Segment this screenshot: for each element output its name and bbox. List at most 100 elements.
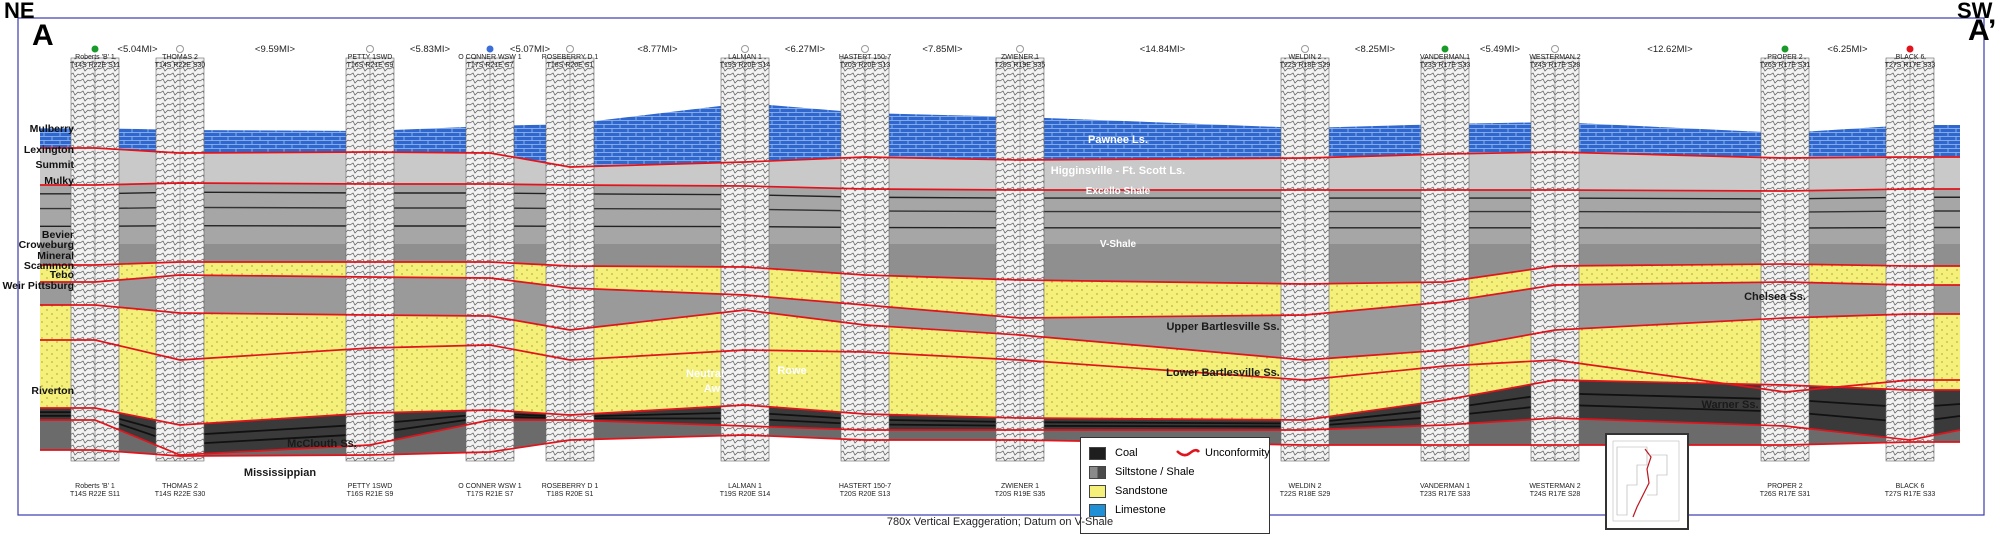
well-location: T17S R21E S7: [467, 62, 514, 69]
well-location-bottom: T19S R20E S14: [720, 491, 771, 498]
unit-label: Rowe: [777, 365, 806, 377]
unconformity-line: [40, 274, 1960, 319]
well-name: Roberts 'B' 1: [75, 54, 115, 61]
well-location: T19S R20E S14: [720, 62, 771, 69]
well-name-bottom: ZWIENER 1: [1001, 483, 1039, 490]
well-location: T20S R19E S35: [995, 62, 1046, 69]
well-name: THOMAS 2: [162, 54, 198, 61]
well-name-bottom: THOMAS 2: [162, 483, 198, 490]
location-map-graphic: [1612, 440, 1680, 522]
dry-hole-icon: [861, 45, 869, 53]
direction-left: NE: [4, 0, 35, 23]
unit-label: Upper Bartlesville Ss.: [1166, 321, 1279, 333]
well-name-bottom: PROPER 2: [1767, 483, 1803, 490]
sandstone-swatch: [1089, 485, 1106, 498]
well-spacing-label: <14.84MI>: [1140, 44, 1186, 55]
dry-hole-icon: [366, 45, 374, 53]
unconformity-line: [40, 417, 1961, 456]
well-name: O CONNER WSW 1: [458, 54, 521, 61]
unconformity-line: [40, 261, 1960, 285]
well-name: ZWIENER 1: [1001, 54, 1039, 61]
exaggeration-note: 780x Vertical Exaggeration; Datum on V-S…: [886, 516, 1114, 528]
well-spacing-label: <7.85MI>: [922, 44, 963, 55]
well-location: T26S R17E S31: [1760, 62, 1811, 69]
unit-label: Warner Ss.: [1701, 399, 1758, 411]
legend-label: Limestone: [1115, 504, 1166, 516]
well-name-bottom: LALMAN 1: [728, 483, 762, 490]
legend-label: Sandstone: [1115, 485, 1168, 497]
well-location: T14S R22E S11: [70, 62, 120, 69]
well-location-bottom: T14S R22E S30: [155, 491, 206, 498]
well-location: T14S R22E S30: [155, 62, 206, 69]
well-location-bottom: T22S R18E S29: [1280, 491, 1331, 498]
unit-label: Lower Bartlesville Ss.: [1166, 367, 1280, 379]
well-spacing-label: <12.62MI>: [1647, 44, 1693, 55]
coal-swatch: [1089, 447, 1106, 460]
well-status-icon: [1906, 45, 1914, 53]
well-location: T23S R17E S33: [1420, 62, 1471, 69]
well-status-icon: [1781, 45, 1789, 53]
well-name: PETTY 1SWD: [348, 54, 393, 61]
well-location-bottom: T20S R20E S13: [840, 491, 891, 498]
unit-label: V-Shale: [1100, 239, 1137, 250]
unit-label: Aw: [704, 383, 721, 395]
unconformity-line: [40, 182, 1960, 192]
well-location: T16S R21E S9: [347, 62, 394, 69]
unconformity-line: [40, 434, 1960, 457]
well-spacing-label: <6.27MI>: [785, 44, 826, 55]
well-spacing-label: <8.77MI>: [637, 44, 678, 55]
well-name: WELDIN 2: [1288, 54, 1321, 61]
section-start-label: A: [32, 19, 54, 52]
well-location-bottom: T17S R21E S7: [467, 491, 514, 498]
horizon-label: Bevier: [42, 229, 74, 241]
well-name-bottom: Roberts 'B' 1: [75, 483, 115, 490]
well-location: T24S R17E S28: [1530, 62, 1581, 69]
well-name-bottom: VANDERMAN 1: [1420, 483, 1470, 490]
well-name: VANDERMAN 1: [1420, 54, 1470, 61]
well-name-bottom: HASTERT 150-7: [839, 483, 891, 490]
correlation-lines: [40, 147, 1961, 457]
unit-label: Pawnee Ls.: [1088, 134, 1148, 146]
location-map-inset: [1605, 433, 1689, 530]
dry-hole-icon: [1301, 45, 1309, 53]
well-spacing-label: <6.25MI>: [1827, 44, 1868, 55]
unconformity-line: [40, 339, 1960, 393]
well-spacing-label: <5.49MI>: [1480, 44, 1521, 55]
unit-label: Excello Shale: [1086, 186, 1151, 197]
legend-label: Unconformity: [1205, 447, 1270, 459]
unit-label: Neutral: [686, 368, 724, 380]
well-name-bottom: BLACK 6: [1896, 483, 1925, 490]
well-name: LALMAN 1: [728, 54, 762, 61]
well-location: T20S R20E S13: [840, 62, 891, 69]
page-frame: [17, 17, 1985, 516]
unconformity-line: [40, 304, 1960, 361]
well-location-bottom: T16S R21E S9: [347, 491, 394, 498]
horizon-label: Scammon: [24, 260, 74, 272]
diagram-labels: <5.04MI><9.59MI><5.83MI><5.07MI><8.77MI>…: [2, 44, 1868, 479]
unit-label: Mississippian: [244, 467, 316, 479]
well-location-bottom: T27S R17E S33: [1885, 491, 1936, 498]
horizon-label: Mulberry: [30, 123, 75, 135]
horizon-label: Summit: [35, 159, 74, 171]
unconformity-line: [40, 147, 1960, 168]
well-location: T27S R17E S33: [1885, 62, 1936, 69]
legend: Coal Unconformity Siltstone / Shale Sand…: [1080, 437, 1270, 534]
dry-hole-icon: [1551, 45, 1559, 53]
well-name-bottom: ROSEBERRY D 1: [542, 483, 599, 490]
well-name-bottom: WELDIN 2: [1288, 483, 1321, 490]
well-status-icon: [91, 45, 99, 53]
well-spacing-label: <5.04MI>: [117, 44, 158, 55]
dry-hole-icon: [176, 45, 184, 53]
